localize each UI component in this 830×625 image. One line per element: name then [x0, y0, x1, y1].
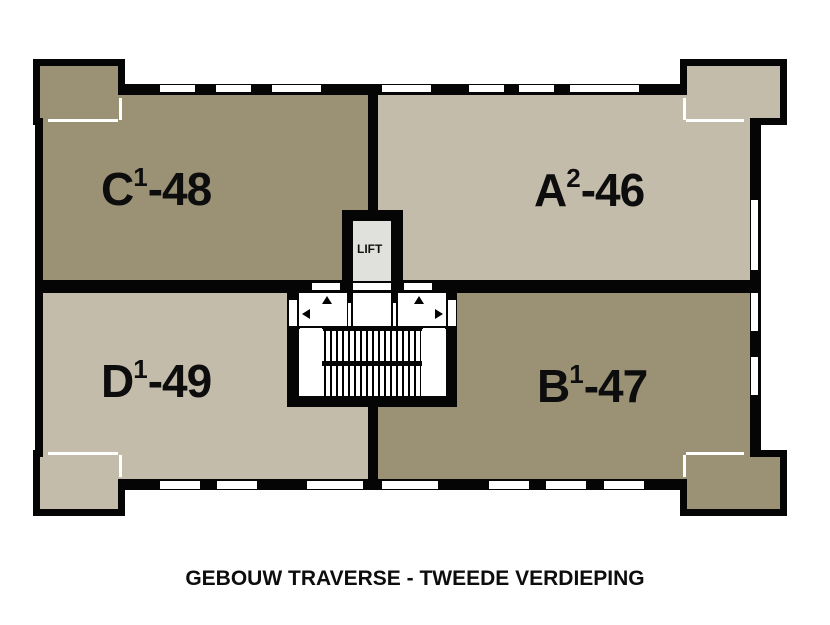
window-top-2 [216, 85, 251, 92]
arrow-left-icon [302, 309, 310, 319]
vestibule-center [353, 293, 391, 326]
balcony-bottom-right [687, 457, 780, 509]
lift-label: LIFT [357, 242, 383, 256]
arrow-up-icon-left [322, 296, 332, 304]
stair-landing-right-strip [423, 328, 445, 331]
unit-number: -46 [580, 164, 645, 216]
balcony-door-bottom-left-v [119, 455, 122, 477]
window-top-7 [570, 85, 605, 92]
stair-top-edge [323, 327, 422, 331]
window-bottom-7 [604, 481, 644, 489]
inner-door-left [348, 303, 351, 326]
unit-letter: C [101, 163, 134, 215]
window-top-1 [160, 85, 195, 92]
window-top-8 [604, 85, 639, 92]
window-bottom-2 [217, 481, 257, 489]
balcony-top-right [687, 66, 780, 118]
unit-c1-48[interactable] [43, 95, 368, 280]
side-door-left [289, 300, 297, 326]
landing-door-center [353, 283, 391, 290]
balcony-door-top-right-h [686, 119, 744, 122]
balcony-top-left [40, 66, 118, 118]
window-right-3 [751, 357, 758, 395]
lift [353, 221, 391, 281]
arrow-right-icon [435, 309, 443, 319]
balcony-door-bottom-right-v [683, 455, 686, 477]
balcony-door-bottom-right-h [686, 452, 744, 455]
stair-landing-left-strip [300, 328, 322, 331]
window-bottom-6 [546, 481, 586, 489]
window-bottom-1 [160, 481, 200, 489]
unit-number: -49 [147, 355, 212, 407]
landing-door-right [404, 283, 432, 290]
landing-door-left [312, 283, 340, 290]
unit-letter: A [534, 164, 567, 216]
stair-handrail [322, 361, 422, 366]
unit-label-a: A2-46 [534, 164, 645, 216]
unit-number: -47 [583, 360, 648, 412]
side-door-right [448, 300, 456, 326]
unit-label-b: B1-47 [537, 360, 648, 412]
window-top-5 [469, 85, 504, 92]
unit-superscript: 1 [133, 354, 148, 384]
window-top-6 [519, 85, 554, 92]
plan-title: GEBOUW TRAVERSE - TWEEDE VERDIEPING [185, 567, 645, 590]
unit-superscript: 2 [566, 163, 581, 193]
unit-label-c: C1-48 [101, 163, 212, 215]
unit-superscript: 1 [569, 359, 584, 389]
window-right-2 [751, 293, 758, 331]
balcony-bottom-left [40, 457, 118, 509]
unit-label-d: D1-49 [101, 355, 212, 407]
window-bottom-5 [489, 481, 529, 489]
unit-letter: D [101, 355, 134, 407]
window-bottom-3 [307, 481, 363, 489]
unit-superscript: 1 [133, 162, 148, 192]
unit-letter: B [537, 360, 570, 412]
balcony-door-top-left-h [48, 119, 118, 122]
window-right-1 [751, 200, 758, 270]
unit-number: -48 [147, 163, 212, 215]
window-bottom-4 [382, 481, 438, 489]
balcony-door-bottom-left-h [48, 452, 118, 455]
inner-door-right [393, 303, 396, 326]
window-top-4 [382, 85, 431, 92]
window-top-3 [272, 85, 321, 92]
arrow-up-icon-right [414, 296, 424, 304]
unit-a2-46[interactable] [378, 95, 750, 280]
balcony-door-top-right-v [683, 98, 686, 120]
balcony-door-top-left-v [119, 98, 122, 120]
